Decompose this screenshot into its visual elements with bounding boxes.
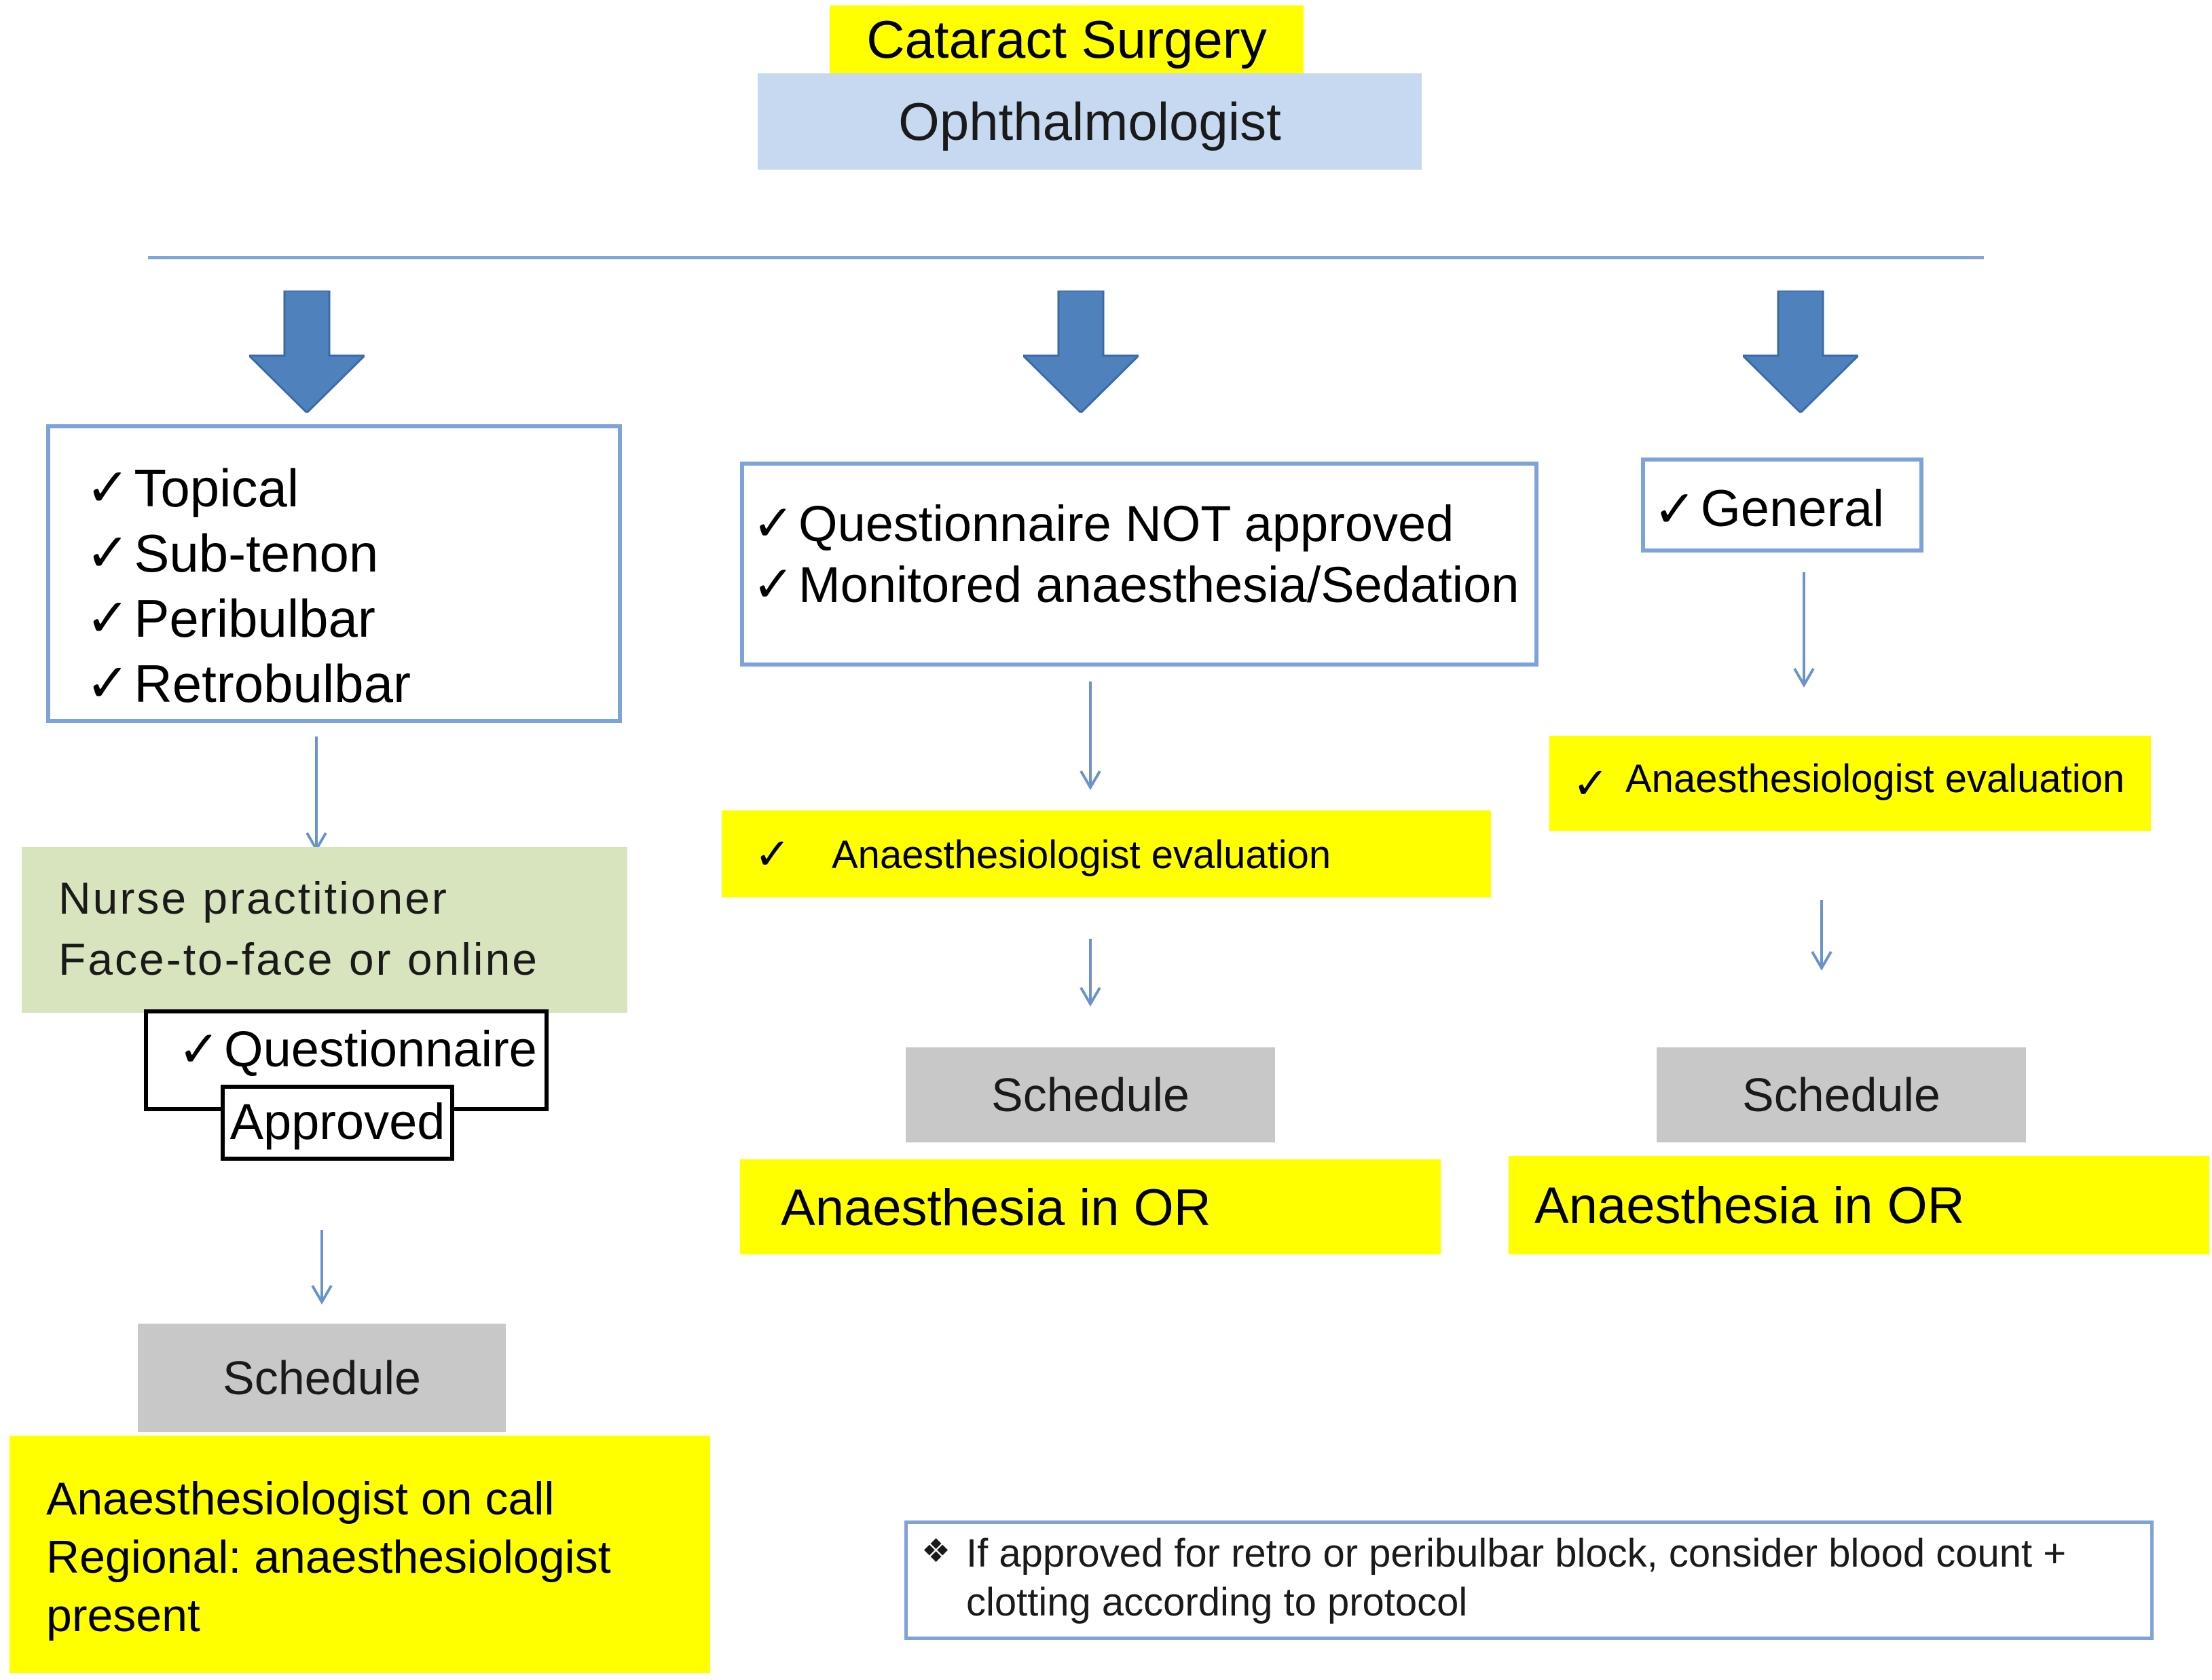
approved-box: Approved — [221, 1085, 454, 1161]
down-arrow-icon — [1023, 291, 1139, 413]
check-icon: ✓ — [752, 494, 795, 553]
anaesthesiologist-on-call-box: Anaesthesiologist on call Regional: anae… — [10, 1436, 710, 1673]
nurse-practitioner-box: Nurse practitioner Face-to-face or onlin… — [22, 847, 627, 1013]
flow-arrow-icon — [1808, 900, 1835, 971]
check-icon: ✓ — [1653, 478, 1697, 539]
flow-arrow-icon — [308, 1230, 335, 1305]
flow-arrow-icon — [1077, 939, 1104, 1007]
check-icon: ✓ — [178, 1020, 221, 1079]
option-peribulbar: ✓Peribulbar — [86, 588, 375, 649]
flow-arrow-icon — [303, 736, 330, 852]
anaesthesiologist-evaluation-box: ✓ Anaesthesiologist evaluation — [722, 810, 1491, 897]
questionnaire-box: ✓Questionnaire — [144, 1009, 549, 1111]
anaesthesia-in-or-box: Anaesthesia in OR — [740, 1159, 1441, 1254]
schedule-box: Schedule — [906, 1047, 1275, 1142]
note-line: clotting according to protocol — [966, 1580, 1468, 1624]
check-icon: ✓ — [754, 829, 791, 880]
check-icon: ✓ — [86, 588, 130, 649]
option-retrobulbar: ✓Retrobulbar — [86, 653, 411, 714]
note-line: If approved for retro or peribulbar bloc… — [966, 1531, 2067, 1575]
option-general: ✓General — [1653, 478, 1885, 539]
diagram-title: Cataract Surgery — [830, 5, 1304, 73]
regional-options-box: ✓Topical ✓Sub-tenon ✓Peribulbar ✓Retrobu… — [46, 424, 622, 723]
check-icon: ✓ — [86, 523, 130, 584]
schedule-box: Schedule — [138, 1324, 506, 1432]
down-arrow-icon — [249, 291, 365, 413]
general-option-box: ✓General — [1641, 458, 1923, 553]
option-questionnaire-not-approved: ✓Questionnaire NOT approved — [752, 494, 1454, 553]
flow-arrow-icon — [1077, 682, 1104, 790]
check-icon: ✓ — [86, 458, 130, 519]
check-icon: ✓ — [86, 653, 130, 714]
anaesthesia-in-or-box: Anaesthesia in OR — [1509, 1156, 2209, 1254]
schedule-box: Schedule — [1657, 1047, 2026, 1142]
option-topical: ✓Topical — [86, 458, 299, 519]
option-sub-tenon: ✓Sub-tenon — [86, 523, 379, 584]
diamond-bullet-icon: ❖ — [921, 1532, 951, 1570]
check-icon: ✓ — [752, 555, 795, 614]
ophthalmologist-box: Ophthalmologist — [758, 73, 1422, 170]
anaesthesiologist-evaluation-box: ✓ Anaesthesiologist evaluation — [1549, 736, 2151, 831]
option-monitored-anaesthesia: ✓Monitored anaesthesia/Sedation — [752, 555, 1519, 614]
down-arrow-icon — [1743, 291, 1858, 413]
check-icon: ✓ — [1572, 759, 1609, 809]
flow-arrow-icon — [1790, 572, 1818, 688]
sedation-options-box: ✓Questionnaire NOT approved ✓Monitored a… — [740, 462, 1538, 667]
branch-divider-line — [148, 256, 1984, 259]
blood-count-note: ❖ If approved for retro or peribulbar bl… — [904, 1520, 2154, 1640]
